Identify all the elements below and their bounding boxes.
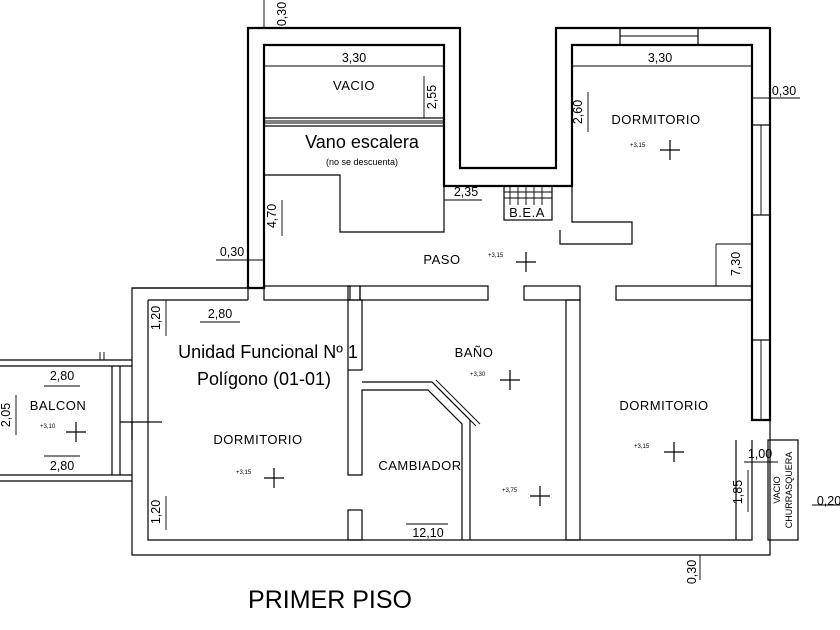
dim-churr-h: 1,85 <box>731 480 745 504</box>
room-labels: VACIO Vano escalera (no se descuenta) DO… <box>30 78 794 528</box>
unit-label: Unidad Funcional Nº 1 Polígono (01-01) <box>178 342 358 389</box>
room-balcon: BALCON <box>30 398 86 413</box>
stair-void-label: Vano escalera <box>305 132 420 152</box>
dim-bottom-wall: 0,30 <box>685 560 699 584</box>
level-marker-balcon <box>66 422 86 442</box>
level-paso: +3,15 <box>488 253 504 259</box>
dimension-texts: 0,30 3,30 2,55 3,30 2,60 0,30 2,35 4,70 … <box>0 2 840 584</box>
dim-stair-w: 2,35 <box>454 185 478 199</box>
dim-dorm-ne-w: 3,30 <box>648 51 672 65</box>
stair-bea <box>503 185 553 221</box>
dim-far-right: 0,20 <box>817 494 840 508</box>
level-dorm-e: +3,15 <box>634 444 650 450</box>
level-banio: +3,30 <box>470 372 486 378</box>
level-marker-paso <box>516 252 536 272</box>
level-balcon: +3,10 <box>40 424 56 430</box>
interior-walls <box>0 117 799 541</box>
level-texts: +3,15 +3,15 +3,30 +3,10 +3,15 +3,75 +3,1… <box>40 143 650 494</box>
level-marker-dorm-ne <box>660 140 680 160</box>
level-marker-dorm-w <box>264 468 284 488</box>
windows <box>120 27 771 440</box>
dim-stair-h: 4,70 <box>265 204 279 228</box>
room-vacio-churr-2: CHURRASQUERA <box>784 452 794 529</box>
room-paso: PASO <box>423 252 460 267</box>
dim-left-wall: 0,30 <box>220 245 244 259</box>
stair-void-note: (no se descuenta) <box>326 157 398 167</box>
room-banio: BAÑO <box>455 345 494 360</box>
walls <box>131 26 772 556</box>
dim-west-h2: 1,20 <box>149 500 163 524</box>
dim-total-w: 12,10 <box>412 526 443 540</box>
dim-east-h: 7,30 <box>729 252 743 276</box>
dim-balcon-w1: 2,80 <box>50 369 74 383</box>
room-cambiador: CAMBIADOR <box>378 458 461 473</box>
dim-dorm-ne-h: 2,60 <box>571 100 585 124</box>
level-marker-banio <box>500 370 520 390</box>
room-dormitorio-e: DORMITORIO <box>619 398 708 413</box>
room-bea: B.E.A <box>509 205 545 220</box>
room-dormitorio-w: DORMITORIO <box>213 432 302 447</box>
unit-line-2: Polígono (01-01) <box>197 369 331 389</box>
plan-title: PRIMER PISO <box>248 586 412 614</box>
dim-balcon-h: 2,05 <box>0 403 13 427</box>
dim-west-h1: 1,20 <box>149 306 163 330</box>
room-vacio: VACIO <box>333 78 375 93</box>
dim-churr-w: 1,00 <box>748 447 772 461</box>
level-cambiador: +3,75 <box>502 488 518 494</box>
level-dorm-w: +3,15 <box>236 470 252 476</box>
room-vacio-churr-1: VACIO <box>772 476 782 503</box>
level-markers <box>66 140 684 506</box>
level-dorm-ne: +3,15 <box>630 143 646 149</box>
dim-top-wall: 0,30 <box>275 2 289 26</box>
dim-west-w: 2,80 <box>208 307 232 321</box>
unit-line-1: Unidad Funcional Nº 1 <box>178 342 358 362</box>
dim-balcon-w2: 2,80 <box>50 459 74 473</box>
room-dormitorio-ne: DORMITORIO <box>611 112 700 127</box>
level-marker-dorm-e <box>664 442 684 462</box>
dim-vacio-h: 2,55 <box>425 85 439 109</box>
dim-vacio-w: 3,30 <box>342 51 366 65</box>
dim-right-wall: 0,30 <box>772 84 796 98</box>
dimension-lines <box>15 0 840 580</box>
level-marker-cambiador <box>530 486 550 506</box>
